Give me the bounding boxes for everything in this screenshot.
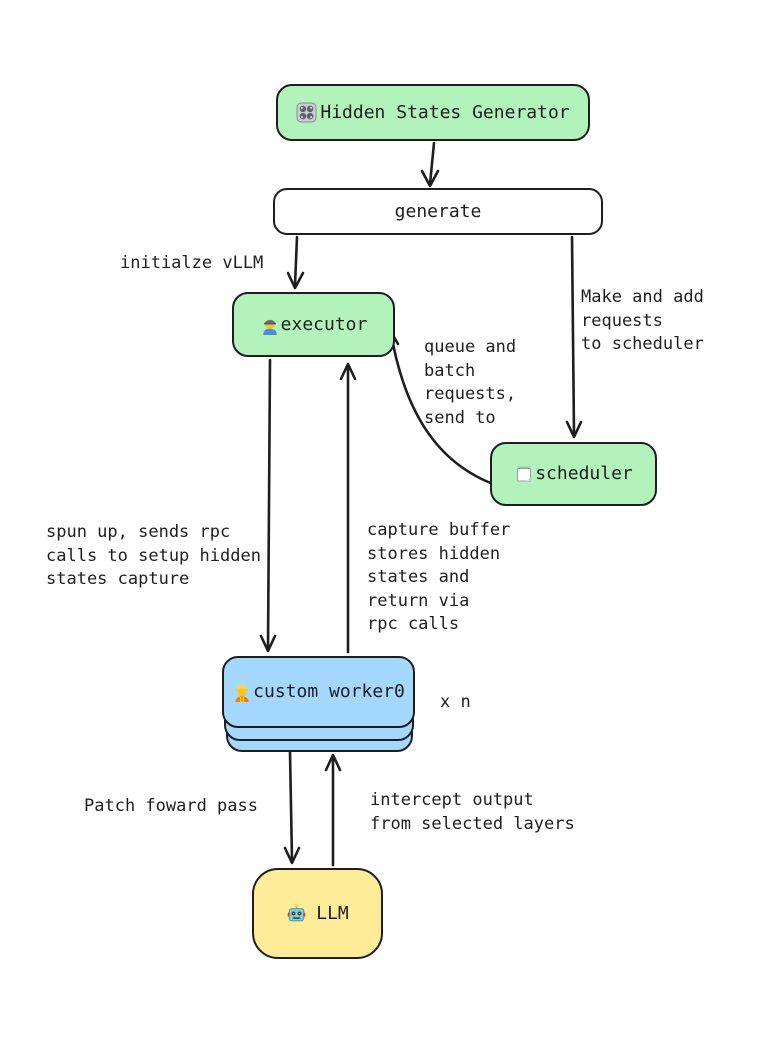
node-executor: executor — [232, 292, 395, 357]
control-knobs-icon — [296, 102, 317, 123]
arrowhead — [283, 846, 301, 865]
arrow-worker-to-llm — [288, 750, 294, 862]
arrowhead — [286, 271, 305, 290]
arrowhead — [324, 753, 342, 772]
annotation-make-requests: Make and add requests to scheduler — [581, 287, 704, 354]
construction-worker-icon — [232, 682, 252, 702]
annotation-patch-forward: Patch foward pass — [84, 796, 258, 816]
annotation-queue-batch: queue and batch requests, send to — [424, 337, 517, 428]
node-label: LLM — [316, 902, 349, 924]
arrow-generate-to-executor — [293, 235, 299, 287]
technician-icon — [260, 315, 280, 335]
arrowhead — [259, 634, 277, 653]
arrow-generate-to-scheduler — [570, 235, 576, 436]
annotation-initialize-vllm: initialze vLLM — [120, 253, 264, 273]
arrow-hsg-to-generate — [428, 141, 436, 186]
arrow-scheduler-to-executor — [389, 331, 510, 491]
node-hidden-states-generator: Hidden States Generator — [276, 84, 590, 141]
node-label: generate — [394, 200, 482, 222]
arrowhead — [339, 362, 357, 381]
node-llm: LLM — [252, 868, 383, 959]
arrow-executor-to-worker — [266, 358, 272, 650]
notepad-icon — [514, 464, 534, 484]
arrowhead — [565, 420, 583, 439]
node-generate: generate — [273, 188, 603, 235]
node-label: custom worker0 — [253, 681, 405, 702]
annotation-capture-buffer: capture buffer stores hidden states and … — [367, 520, 511, 634]
annotation-spun-up: spun up, sends rpc calls to setup hidden… — [46, 522, 261, 589]
robot-icon — [286, 903, 307, 924]
worker-multiplier-label: x n — [440, 692, 471, 712]
node-label: executor — [280, 313, 368, 335]
annotation-intercept-output: intercept output from selected layers — [370, 790, 575, 834]
node-custom-worker: custom worker0 — [222, 656, 415, 728]
node-scheduler: scheduler — [490, 442, 657, 506]
node-label: scheduler — [535, 463, 633, 484]
node-label: Hidden States Generator — [320, 101, 570, 123]
arrowhead — [420, 169, 440, 188]
